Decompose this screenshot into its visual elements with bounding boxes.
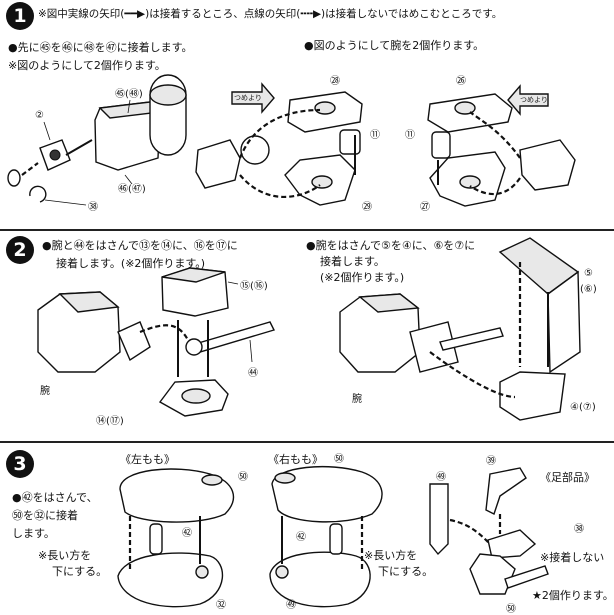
- divider-2: [0, 441, 614, 443]
- section-2: 2 ●腕と㊹をはさんで⑬を⑭に、⑯を⑰に 接着します。(※2個作ります。) ●腕…: [0, 232, 614, 440]
- section-3-illustration: [117, 465, 549, 608]
- callout-arm-right: 腕: [352, 394, 362, 405]
- callout-11a: ⑪: [370, 130, 380, 141]
- section-2-left-line1: ●腕と㊹をはさんで⑬を⑭に、⑯を⑰に: [42, 239, 238, 252]
- section-2-left-line2: 接着します。(※2個作ります。): [56, 257, 206, 270]
- section-3-step-line2: ㊿を㉜に接着: [12, 509, 78, 522]
- callout-45-48: ㊺(㊽): [115, 89, 143, 100]
- section-2-illustration: [37, 237, 581, 421]
- callout-28: ㉘: [330, 76, 340, 87]
- callout-51: ㊿: [238, 472, 248, 483]
- callout-15-16: ⑮(⑯): [240, 281, 268, 292]
- section-3-step-line3: します。: [12, 527, 55, 540]
- section-2-right-line3: (※2個作ります。): [320, 271, 405, 284]
- tag-tsumeyori-b: つめより: [520, 96, 548, 104]
- callout-27: ㉗: [420, 202, 430, 213]
- callout-4-7: ④(⑦): [570, 402, 596, 413]
- callout-26: ㉖: [456, 76, 466, 87]
- note-long-side-right-2: 下にする。: [378, 565, 434, 578]
- callout-50: ㊿: [334, 454, 344, 465]
- step-number-3: 3: [6, 450, 34, 478]
- note-long-side-left-1: ※長い方を: [38, 549, 92, 562]
- section-1-right-step: ●図のようにして腕を2個作ります。: [304, 39, 485, 52]
- right-thigh-title: 《右もも》: [268, 453, 323, 466]
- section-2-right-line2: 接着します。: [320, 255, 385, 268]
- section-3-step-line1: ●㊷をはさんで、: [12, 491, 98, 504]
- callout-52: ㉜: [216, 600, 226, 611]
- callout-29: ㉙: [362, 202, 372, 213]
- note-make-two: ★2個作ります。: [532, 589, 614, 602]
- section-1-left-step: ●先に㊺を㊻に㊽を㊼に接着します。: [8, 41, 193, 54]
- note-no-glue: ※接着しない: [540, 551, 605, 564]
- callout-42b: ㊷: [296, 532, 306, 543]
- step-number-1: 1: [6, 2, 34, 30]
- section-3: 3 《左もも》 《右もも》 《足部品》 ●㊷をはさんで、 ㊿を㉜に接着 します。…: [0, 444, 614, 615]
- note-long-side-left-2: 下にする。: [52, 565, 108, 578]
- callout-49: ㊾: [286, 600, 296, 611]
- callout-arm-left: 腕: [40, 386, 50, 397]
- tag-tsumeyori-a: つめより: [234, 94, 262, 102]
- section-1-left-note: ※図のようにして2個作ります。: [8, 59, 166, 72]
- callout-58: ㊳: [88, 202, 98, 213]
- callout-11b: ⑪: [405, 130, 415, 141]
- section-1-header: ※図中実線の矢印(━━▶)は接着するところ、点線の矢印(╍╍▶)は接着しないでは…: [38, 8, 503, 20]
- callout-6: (⑥): [580, 284, 597, 295]
- callout-46-47: ㊻(㊼): [118, 184, 146, 195]
- left-thigh-title: 《左もも》: [120, 453, 175, 466]
- section-2-right-line1: ●腕をはさんで⑤を④に、⑥を⑦に: [306, 239, 476, 252]
- callout-42a: ㊷: [182, 528, 192, 539]
- note-long-side-right-1: ※長い方を: [364, 549, 418, 562]
- callout-14-17: ⑭(⑰): [96, 416, 124, 427]
- callout-57: ㊹: [248, 368, 258, 379]
- section-1: 1 ※図中実線の矢印(━━▶)は接着するところ、点線の矢印(╍╍▶)は接着しない…: [0, 0, 614, 228]
- callout-59: ㊾: [436, 472, 446, 483]
- callout-2: ②: [35, 110, 44, 121]
- callout-38: ㊳: [574, 524, 584, 535]
- step-number-2: 2: [6, 236, 34, 264]
- callout-60: ㊿: [506, 604, 516, 615]
- foot-parts-title: 《足部品》: [540, 471, 595, 484]
- divider-1: [0, 229, 614, 231]
- callout-5: ⑤: [584, 268, 593, 279]
- callout-39: ㊴: [486, 456, 496, 467]
- section-1-illustration: [7, 74, 576, 207]
